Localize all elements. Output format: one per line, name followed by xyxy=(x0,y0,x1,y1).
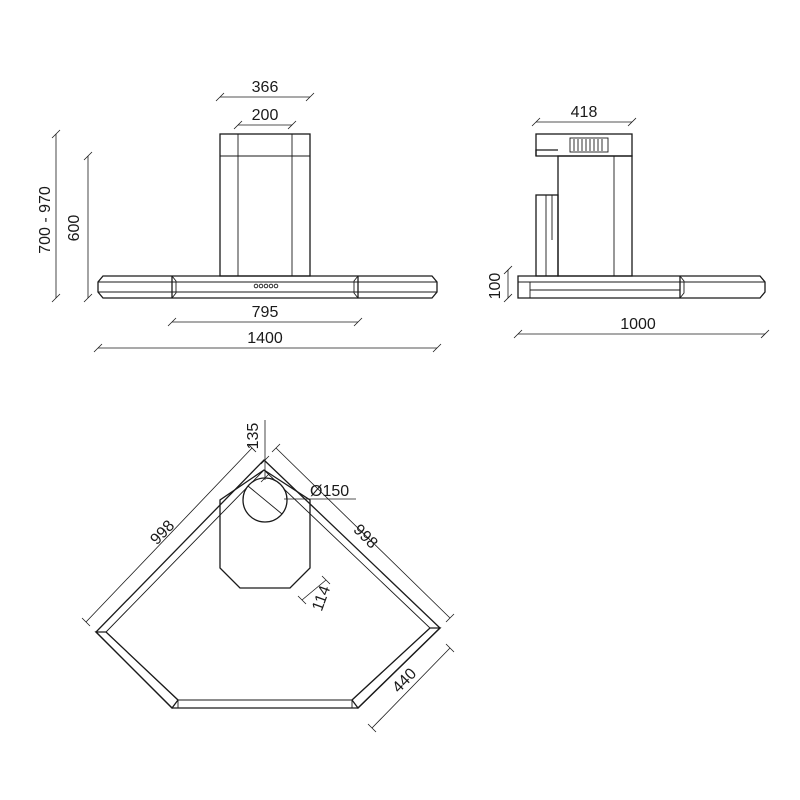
button-icon xyxy=(258,283,264,289)
duct-circle-icon xyxy=(242,477,288,523)
dim-label: 366 xyxy=(252,79,279,96)
front-canopy xyxy=(97,275,438,299)
side-chimney xyxy=(535,133,633,277)
dim-label: 998 xyxy=(350,521,381,552)
vent-grille-icon xyxy=(569,137,609,153)
dim-998-right: 998 xyxy=(271,443,455,623)
front-chimney xyxy=(219,133,311,277)
dim-1000: 1000 xyxy=(513,316,770,339)
dim-label: Ø150 xyxy=(310,483,349,500)
dim-label: 795 xyxy=(252,304,279,321)
dim-600: 600 xyxy=(66,151,93,303)
dim-700-970: 700 - 970 xyxy=(37,129,61,303)
plan-outline xyxy=(94,459,442,709)
plan-view: 135 Ø150 998 998 114 xyxy=(81,420,455,733)
dim-label: 1400 xyxy=(247,330,283,347)
dim-label: 135 xyxy=(245,423,262,450)
dim-200: 200 xyxy=(233,107,297,130)
dim-label: 100 xyxy=(487,273,504,300)
dim-label: 114 xyxy=(309,583,334,613)
chimney-footprint xyxy=(219,469,311,589)
dim-label: 600 xyxy=(66,215,83,242)
dim-label: 440 xyxy=(389,665,420,696)
front-view: 366 200 700 - 970 600 795 xyxy=(37,79,442,353)
button-icon xyxy=(273,283,279,289)
dim-135: 135 xyxy=(245,420,270,483)
dim-diameter: Ø150 xyxy=(284,483,356,500)
side-view: 418 100 1000 xyxy=(487,104,770,339)
dim-label: 1000 xyxy=(620,316,656,333)
button-icon xyxy=(268,283,274,289)
dim-label: 200 xyxy=(252,107,279,124)
dim-998-left: 998 xyxy=(81,443,257,627)
dim-label: 418 xyxy=(571,104,598,121)
side-canopy xyxy=(517,275,766,299)
dim-114: 114 xyxy=(297,575,334,613)
button-icon xyxy=(253,283,259,289)
dim-label: 700 - 970 xyxy=(37,186,54,254)
dim-100: 100 xyxy=(487,265,513,303)
dim-418: 418 xyxy=(531,104,637,127)
dim-366: 366 xyxy=(215,79,315,102)
dim-795: 795 xyxy=(167,304,363,327)
dim-1400: 1400 xyxy=(93,330,442,353)
button-icon xyxy=(263,283,269,289)
dim-label: 998 xyxy=(147,517,178,548)
control-buttons xyxy=(253,283,279,289)
